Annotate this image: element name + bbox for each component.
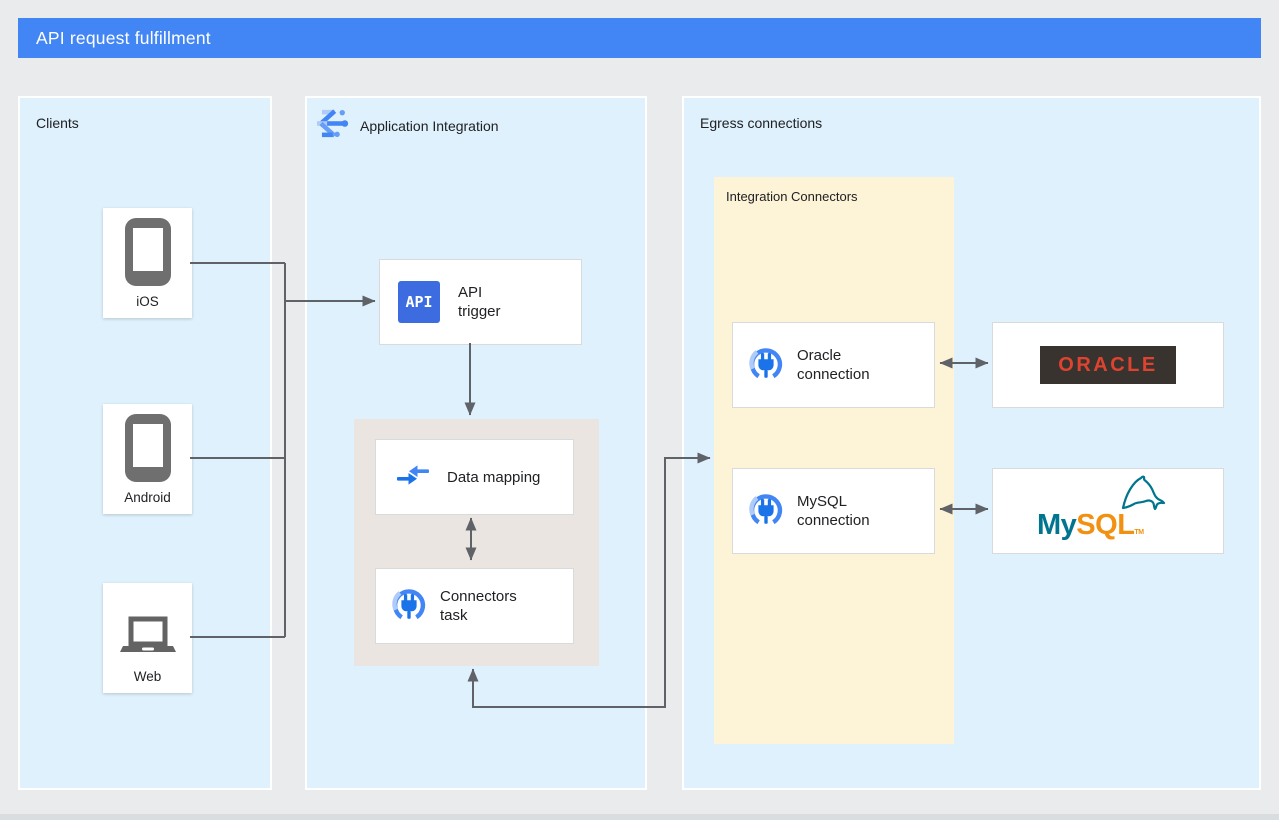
client-label: iOS [136,294,159,309]
clients-panel-label: Clients [36,115,79,131]
diagram-title: API request fulfillment [36,27,211,48]
data-mapping-label: Data mapping [447,468,541,486]
oracle-connection-label: Oracle connection [797,347,870,383]
mysql-wordmark-my: My [1037,509,1077,541]
integration-flow-subpanel: Data mapping Connectors t [354,419,599,666]
egress-panel-label: Egress connections [700,115,823,131]
mysql-wordmark-sql: SQL [1076,509,1135,541]
mysql-dolphin-icon [1117,474,1169,521]
laptop-icon [119,616,176,661]
connector-icon [390,585,428,628]
integration-connectors-label: Integration Connectors [726,189,858,204]
application-integration-label: Application Integration [360,118,499,134]
window-bottom-edge [0,814,1279,820]
api-trigger-node: API API trigger [379,259,582,345]
phone-icon [124,414,171,482]
application-integration-icon [316,108,350,144]
data-mapping-node: Data mapping [375,439,574,515]
api-trigger-label: API trigger [458,284,501,320]
egress-connections-panel: Egress connections Integration Connector… [682,96,1261,790]
client-card-web: Web [103,583,192,693]
client-label: Web [133,669,162,684]
oracle-logo-card: ORACLE [992,322,1224,408]
mysql-tm-mark: TM [1134,529,1144,536]
oracle-connection-node: Oracle connection [732,322,935,408]
connector-icon [747,490,785,533]
mysql-logo-card: MySQLTM [992,468,1224,554]
oracle-logo-text: ORACLE [1058,353,1158,376]
mysql-logo: MySQLTM [1033,475,1183,544]
clients-panel: Clients iOS Android Web [18,96,272,790]
connectors-task-label: Connectors task [440,588,517,624]
client-card-android: Android [103,404,192,514]
mysql-connection-label: MySQL connection [797,493,870,529]
client-label: Android [124,490,171,505]
api-icon: API [398,281,440,323]
connector-icon [747,344,785,387]
integration-connectors-panel: Integration Connectors Oracle co [714,177,954,744]
connectors-task-node: Connectors task [375,568,574,644]
phone-icon [124,218,171,286]
oracle-logo: ORACLE [1040,346,1176,384]
mysql-connection-node: MySQL connection [732,468,935,554]
diagram-title-bar: API request fulfillment [18,18,1261,58]
application-integration-panel: Application Integration API API trigger … [305,96,647,790]
data-mapping-icon [396,464,430,491]
client-card-ios: iOS [103,208,192,318]
